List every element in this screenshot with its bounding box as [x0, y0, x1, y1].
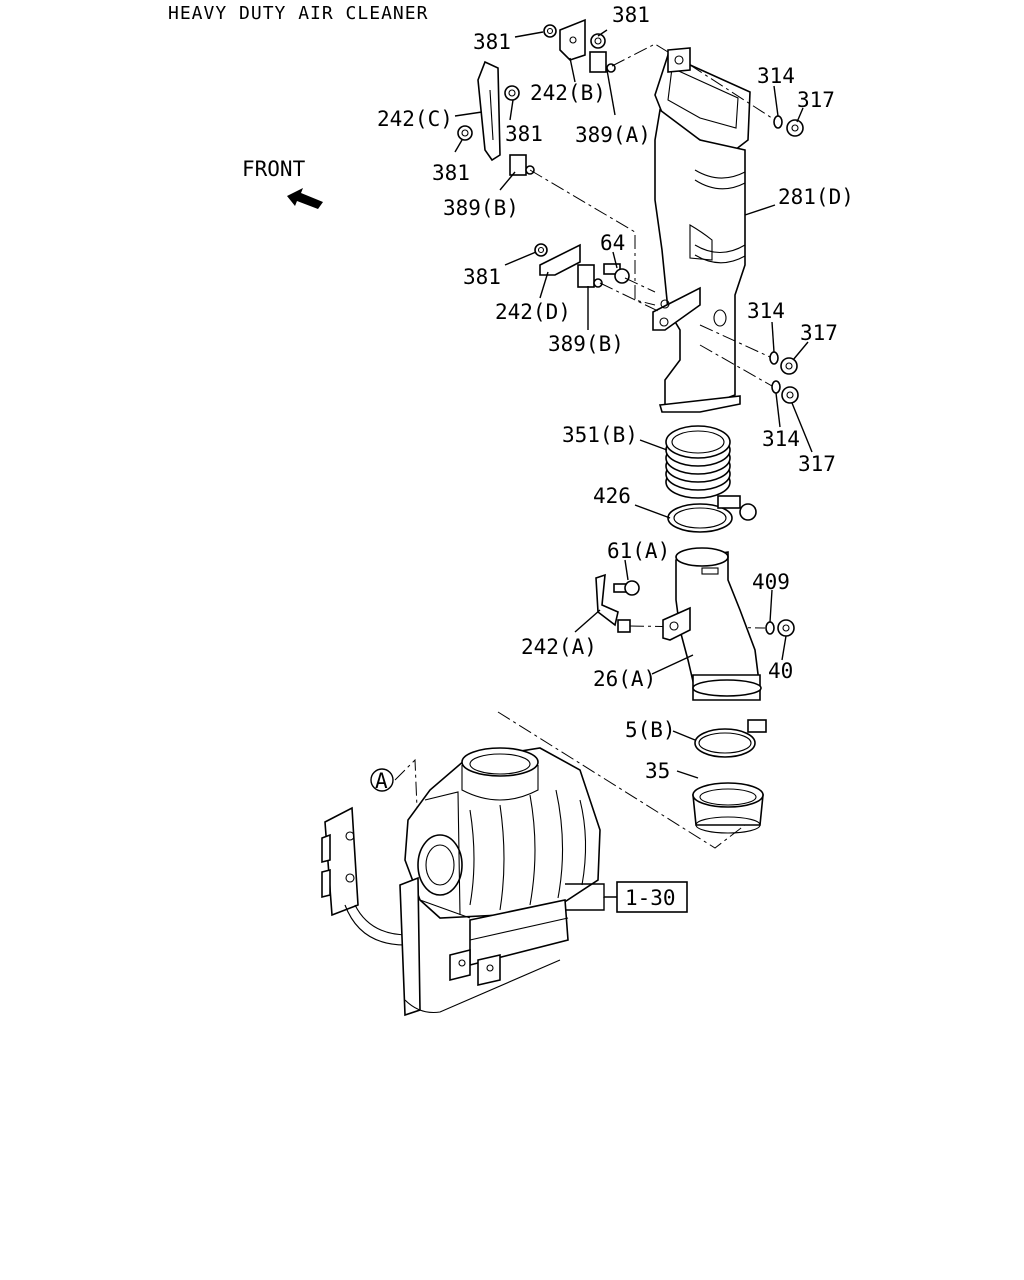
callout-281d: 281(D) [778, 185, 854, 209]
callout-426: 426 [593, 484, 631, 508]
callout-40: 40 [768, 659, 793, 683]
nut-381-top-right [590, 33, 606, 49]
front-arrow-icon [287, 188, 323, 209]
washer-314-mid [769, 351, 779, 365]
callout-242d: 242(D) [495, 300, 571, 324]
mount-389b-top [509, 154, 535, 176]
mount-389b-low [577, 264, 603, 288]
callout-314-top: 314 [757, 64, 795, 88]
callout-317-low: 317 [798, 452, 836, 476]
intake-duct-281d [652, 47, 751, 413]
front-label: FRONT [242, 157, 306, 181]
callout-242a: 242(A) [521, 635, 597, 659]
nut-381-top-left [543, 24, 557, 38]
bracket-242a [595, 573, 631, 633]
washer-314-top [773, 115, 783, 129]
washer-409 [765, 621, 775, 635]
ref-box-label: 1-30 [625, 886, 676, 910]
callout-242c: 242(C) [377, 107, 453, 131]
callout-381-mid-a: 381 [505, 122, 543, 146]
ref-circle-a [370, 768, 394, 792]
nut-317-low [781, 386, 799, 404]
bracket-242d [539, 243, 581, 276]
bolt-61a [613, 580, 640, 596]
mounting-frame [321, 806, 569, 1017]
nut-381-low [534, 243, 548, 257]
mount-389a [589, 51, 616, 73]
bracket-242b [559, 18, 586, 61]
clamp-426 [667, 495, 757, 533]
callout-389b-top: 389(B) [443, 196, 519, 220]
bolt-64 [603, 263, 630, 284]
nut-381-mid-a [504, 85, 520, 101]
callout-5b: 5(B) [625, 718, 676, 742]
callout-389b-low: 389(B) [548, 332, 624, 356]
washer-314-low [771, 380, 781, 394]
clamp-5b [694, 719, 767, 758]
nut-317-top [786, 119, 804, 137]
leader-lines [454, 29, 813, 779]
callout-381-top-left: 381 [473, 30, 511, 54]
callout-242b: 242(B) [530, 81, 606, 105]
ring-35 [692, 782, 764, 834]
nut-381-mid-b [457, 125, 473, 141]
callout-381-low: 381 [463, 265, 501, 289]
nut-317-mid [780, 357, 798, 375]
callout-409: 409 [752, 570, 790, 594]
callout-35: 35 [645, 759, 670, 783]
callout-61a: 61(A) [607, 539, 670, 563]
ref-circle-a-label: A [375, 769, 388, 793]
callout-314-low: 314 [762, 427, 800, 451]
callout-317-top: 317 [797, 88, 835, 112]
callout-314-mid: 314 [747, 299, 785, 323]
bellows-351b [665, 425, 731, 499]
air-cleaner-housing [404, 747, 601, 919]
callout-317-mid: 317 [800, 321, 838, 345]
bracket-242c [477, 60, 501, 162]
callout-64: 64 [600, 231, 625, 255]
callout-381-top-right: 381 [612, 3, 650, 27]
callout-389a: 389(A) [575, 123, 651, 147]
diagram-title: HEAVY DUTY AIR CLEANER [168, 3, 429, 24]
elbow-26a [662, 547, 762, 701]
callout-26a: 26(A) [593, 667, 656, 691]
callout-381-mid-b: 381 [432, 161, 470, 185]
callout-labels: 381 381 242(B) 389(A) 314 317 242(C) 381… [377, 3, 854, 783]
nut-40 [777, 619, 795, 637]
callout-351b: 351(B) [562, 423, 638, 447]
